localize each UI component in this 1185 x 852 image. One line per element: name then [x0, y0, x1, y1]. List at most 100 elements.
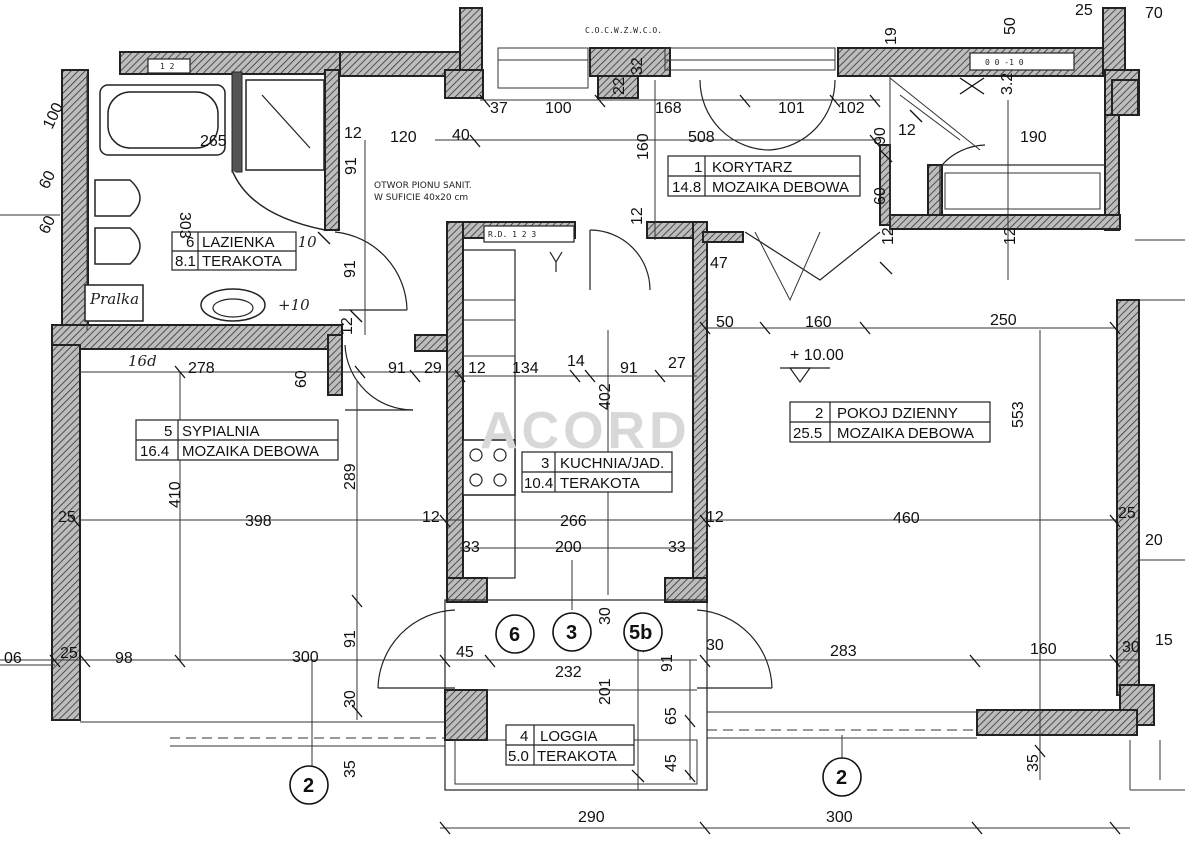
cooktop [462, 439, 516, 496]
wall-bedroom-left [51, 344, 81, 721]
wall-loggia-left [444, 689, 488, 741]
dim: 100 [545, 100, 572, 117]
wall-bath-partition [231, 71, 243, 173]
rd-box-text: R.D. 1 2 3 [488, 230, 536, 239]
room-labels: 1 KORYTARZ 14.8 MOZAIKA DEBOWA 2 POKOJ D… [135, 155, 991, 766]
shaft-right [1111, 79, 1139, 116]
sink [200, 288, 266, 322]
dim: 91 [659, 654, 676, 672]
dim: 30 [342, 690, 359, 708]
dim: 06 [4, 650, 22, 667]
dim: 12 [1002, 227, 1019, 245]
hand-16d: 16d [128, 352, 157, 370]
bath-box-text: 1 2 [160, 62, 175, 71]
washer [84, 284, 144, 322]
wall-right-main [1116, 299, 1140, 696]
shower-curve [231, 169, 326, 231]
room-label-kuchnia: 3 KUCHNIA/JAD. 10.4 TERAKOTA [521, 451, 673, 493]
dim: 201 [597, 678, 614, 705]
wall-kitchen-left [446, 221, 464, 603]
notes: R.D. 1 2 3 0 0 -1 0 1 2 C.O.C.W.Z.W.C.O.… [89, 26, 1075, 370]
dim: 120 [390, 129, 417, 146]
dim: 27 [668, 355, 686, 372]
dim: 20 [1145, 532, 1163, 549]
dim: 508 [688, 129, 715, 146]
wall-top-c2 [597, 75, 639, 99]
grid-marker: 5b [629, 622, 652, 644]
room-label-sypialnia: 5 SYPIALNIA 16.4 MOZAIKA DEBOWA [135, 419, 339, 461]
room-finish: MOZAIKA DEBOWA [182, 443, 319, 460]
dim: 553 [1010, 401, 1027, 428]
wall-bath-bottom [51, 324, 343, 350]
dim: 70 [1145, 5, 1163, 22]
dim: 91 [388, 360, 406, 377]
wall-kitchen-nub [414, 334, 448, 352]
grid-marker: 6 [509, 624, 520, 646]
dim: 25 [60, 645, 78, 662]
room-finish: TERAKOTA [537, 748, 617, 765]
dim: 25 [58, 509, 76, 526]
wall-kitchen-bottom-right [664, 577, 708, 603]
dim: 30 [706, 637, 724, 654]
dim: 32 [629, 57, 646, 75]
grid-marker: 2 [303, 775, 314, 797]
dim: 12 [468, 360, 486, 377]
dim: 265 [200, 133, 227, 150]
dim: 33 [668, 539, 686, 556]
room-num: 5 [164, 423, 172, 440]
dim: 303 [176, 212, 193, 239]
dim: 290 [578, 809, 605, 826]
dim: 50 [1002, 17, 1019, 35]
wall-bottom-right [976, 709, 1138, 736]
room-num: 1 [694, 159, 702, 176]
dimension-ticks [49, 77, 1121, 835]
dim: 37 [490, 100, 508, 117]
room-name: SYPIALNIA [182, 423, 260, 440]
dim: 160 [805, 314, 832, 331]
room-num: 4 [520, 728, 528, 745]
dim: 12 [339, 317, 356, 335]
dim: 101 [778, 100, 805, 117]
fixtures [84, 79, 830, 496]
room-label-korytarz: 1 KORYTARZ 14.8 MOZAIKA DEBOWA [667, 155, 861, 197]
dim: 12 [629, 207, 646, 225]
top-code-text: C.O.C.W.Z.W.C.O. [585, 26, 662, 35]
top-right-box-text: 0 0 -1 0 [985, 58, 1024, 67]
dim: 300 [826, 809, 853, 826]
room-label-lazienka: 6 LAZIENKA 8.1 TERAKOTA [171, 231, 297, 271]
room-area: 8.1 [175, 253, 196, 270]
dim: 60 [293, 370, 310, 388]
wall-bath-stub [327, 334, 343, 396]
hand-10b: +10 [278, 296, 310, 314]
dim: 19 [883, 27, 900, 45]
dim: 3.2 [999, 73, 1016, 95]
room-name: KORYTARZ [712, 159, 792, 176]
dim: 45 [456, 644, 474, 661]
dim: 232 [555, 664, 582, 681]
bathtub-inner [107, 91, 219, 149]
room-num: 3 [541, 455, 549, 472]
dim: 283 [830, 643, 857, 660]
room-label-pokoj-dzienny: 2 POKOJ DZIENNY 25.5 MOZAIKA DEBOWA [789, 401, 991, 443]
grid-markers: 2 2 6 3 5b [289, 612, 862, 805]
dim: 410 [167, 481, 184, 508]
dim: 200 [555, 539, 582, 556]
dim: 60 [36, 168, 59, 191]
watermark: ACORD [480, 402, 691, 460]
wall-kitchen-right [692, 221, 708, 603]
wall-bath-left [61, 69, 89, 326]
room-num: 6 [186, 234, 194, 251]
dim: 12 [706, 509, 724, 526]
wall-top-b [444, 69, 484, 99]
dim: 30 [597, 607, 614, 625]
dim: 40 [452, 127, 470, 144]
room-finish: TERAKOTA [560, 475, 640, 492]
wall-kitchen-bottom-left [446, 577, 488, 603]
grid-marker: 3 [566, 622, 577, 644]
room-finish: MOZAIKA DEBOWA [712, 179, 849, 196]
dim: 12 [898, 122, 916, 139]
dim: 33 [462, 539, 480, 556]
wall-bath-right [324, 69, 340, 231]
room-area: 25.5 [793, 425, 822, 442]
